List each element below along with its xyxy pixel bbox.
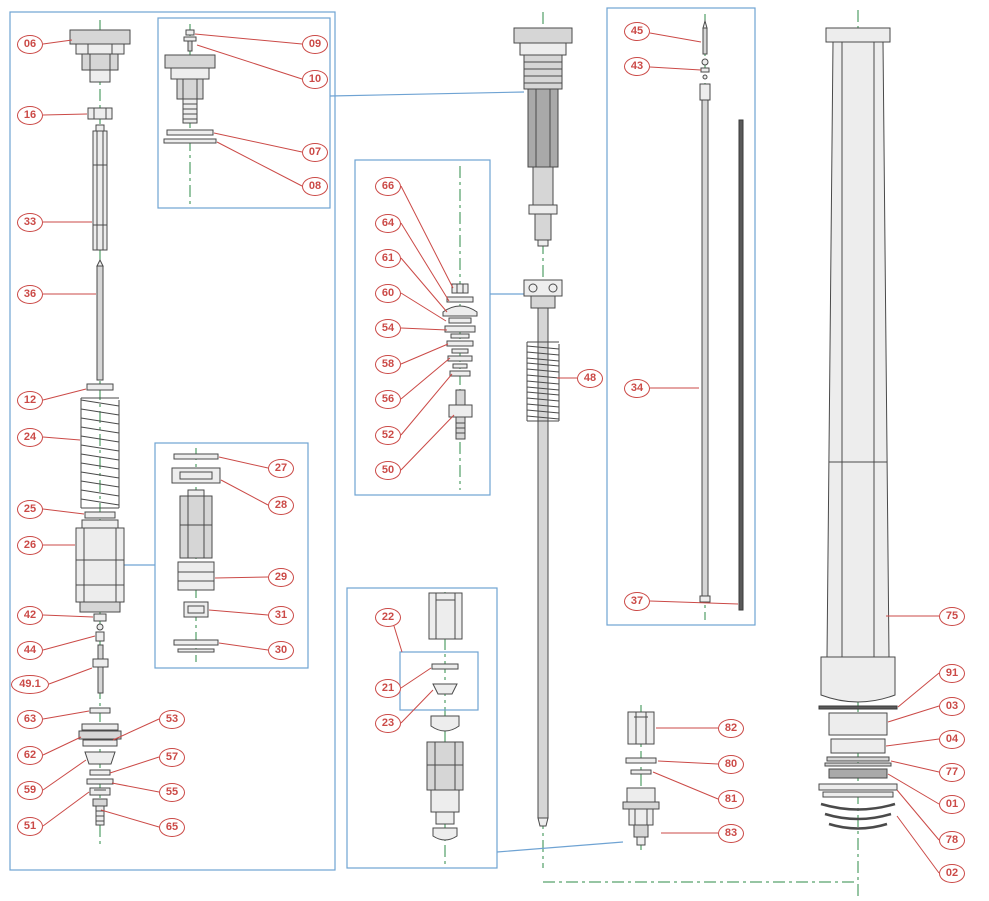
callout-01: 01: [939, 795, 965, 814]
callout-36: 36: [17, 285, 43, 304]
callout-08: 08: [302, 177, 328, 196]
callout-54: 54: [375, 319, 401, 338]
callout-44: 44: [17, 641, 43, 660]
cartridge-detail-parts: [171, 453, 221, 653]
cap-detail-parts: [163, 29, 217, 144]
bottom-detail-parts: [426, 592, 464, 841]
callout-09: 09: [302, 35, 328, 54]
callout-37: 37: [624, 592, 650, 611]
callout-26: 26: [17, 536, 43, 555]
callout-24: 24: [17, 428, 43, 447]
box-left-fork-leg: [9, 11, 336, 871]
callout-50: 50: [375, 461, 401, 480]
callout-57: 57: [159, 748, 185, 767]
callout-07: 07: [302, 143, 328, 162]
callout-60: 60: [375, 284, 401, 303]
axle-parts: [622, 711, 660, 846]
callout-04: 04: [939, 730, 965, 749]
callout-10: 10: [302, 70, 328, 89]
callout-49-1: 49.1: [11, 675, 49, 694]
box-valve-detail: [354, 159, 491, 496]
callout-56: 56: [375, 390, 401, 409]
callout-28: 28: [268, 496, 294, 515]
group-boxes: [9, 7, 756, 871]
callout-55: 55: [159, 783, 185, 802]
damper-rod-parts: [699, 19, 744, 611]
callout-52: 52: [375, 426, 401, 445]
callout-45: 45: [624, 22, 650, 41]
callout-12: 12: [17, 391, 43, 410]
callout-29: 29: [268, 568, 294, 587]
callout-77: 77: [939, 763, 965, 782]
callout-30: 30: [268, 641, 294, 660]
callout-83: 83: [718, 824, 744, 843]
callout-53: 53: [159, 710, 185, 729]
callout-51: 51: [17, 817, 43, 836]
callout-31: 31: [268, 606, 294, 625]
callout-25: 25: [17, 500, 43, 519]
callout-58: 58: [375, 355, 401, 374]
callout-03: 03: [939, 697, 965, 716]
center-damper-assembly: [513, 27, 573, 827]
box-cartridge-detail: [154, 442, 309, 669]
outer-tube-parts: [818, 27, 898, 830]
callout-48: 48: [577, 369, 603, 388]
callout-02: 02: [939, 864, 965, 883]
callout-33: 33: [17, 213, 43, 232]
box-shim-inner: [399, 651, 479, 711]
box-damper-rod: [606, 7, 756, 626]
callout-63: 63: [17, 710, 43, 729]
callout-16: 16: [17, 106, 43, 125]
callout-21: 21: [375, 679, 401, 698]
callout-65: 65: [159, 818, 185, 837]
callout-81: 81: [718, 790, 744, 809]
callout-82: 82: [718, 719, 744, 738]
callout-42: 42: [17, 606, 43, 625]
callout-80: 80: [718, 755, 744, 774]
callout-27: 27: [268, 459, 294, 478]
callout-34: 34: [624, 379, 650, 398]
left-fork-leg-parts: [69, 29, 131, 826]
callout-75: 75: [939, 607, 965, 626]
callout-59: 59: [17, 781, 43, 800]
valve-stack-parts: [442, 283, 478, 440]
callout-78: 78: [939, 831, 965, 850]
callout-62: 62: [17, 746, 43, 765]
box-cap-detail: [157, 17, 331, 209]
leader-lines: [42, 32, 940, 874]
callout-64: 64: [375, 214, 401, 233]
box-bottom-detail: [346, 587, 498, 869]
callout-06: 06: [17, 35, 43, 54]
callout-66: 66: [375, 177, 401, 196]
callout-22: 22: [375, 608, 401, 627]
callout-43: 43: [624, 57, 650, 76]
callout-61: 61: [375, 249, 401, 268]
callout-23: 23: [375, 714, 401, 733]
callout-91: 91: [939, 664, 965, 683]
